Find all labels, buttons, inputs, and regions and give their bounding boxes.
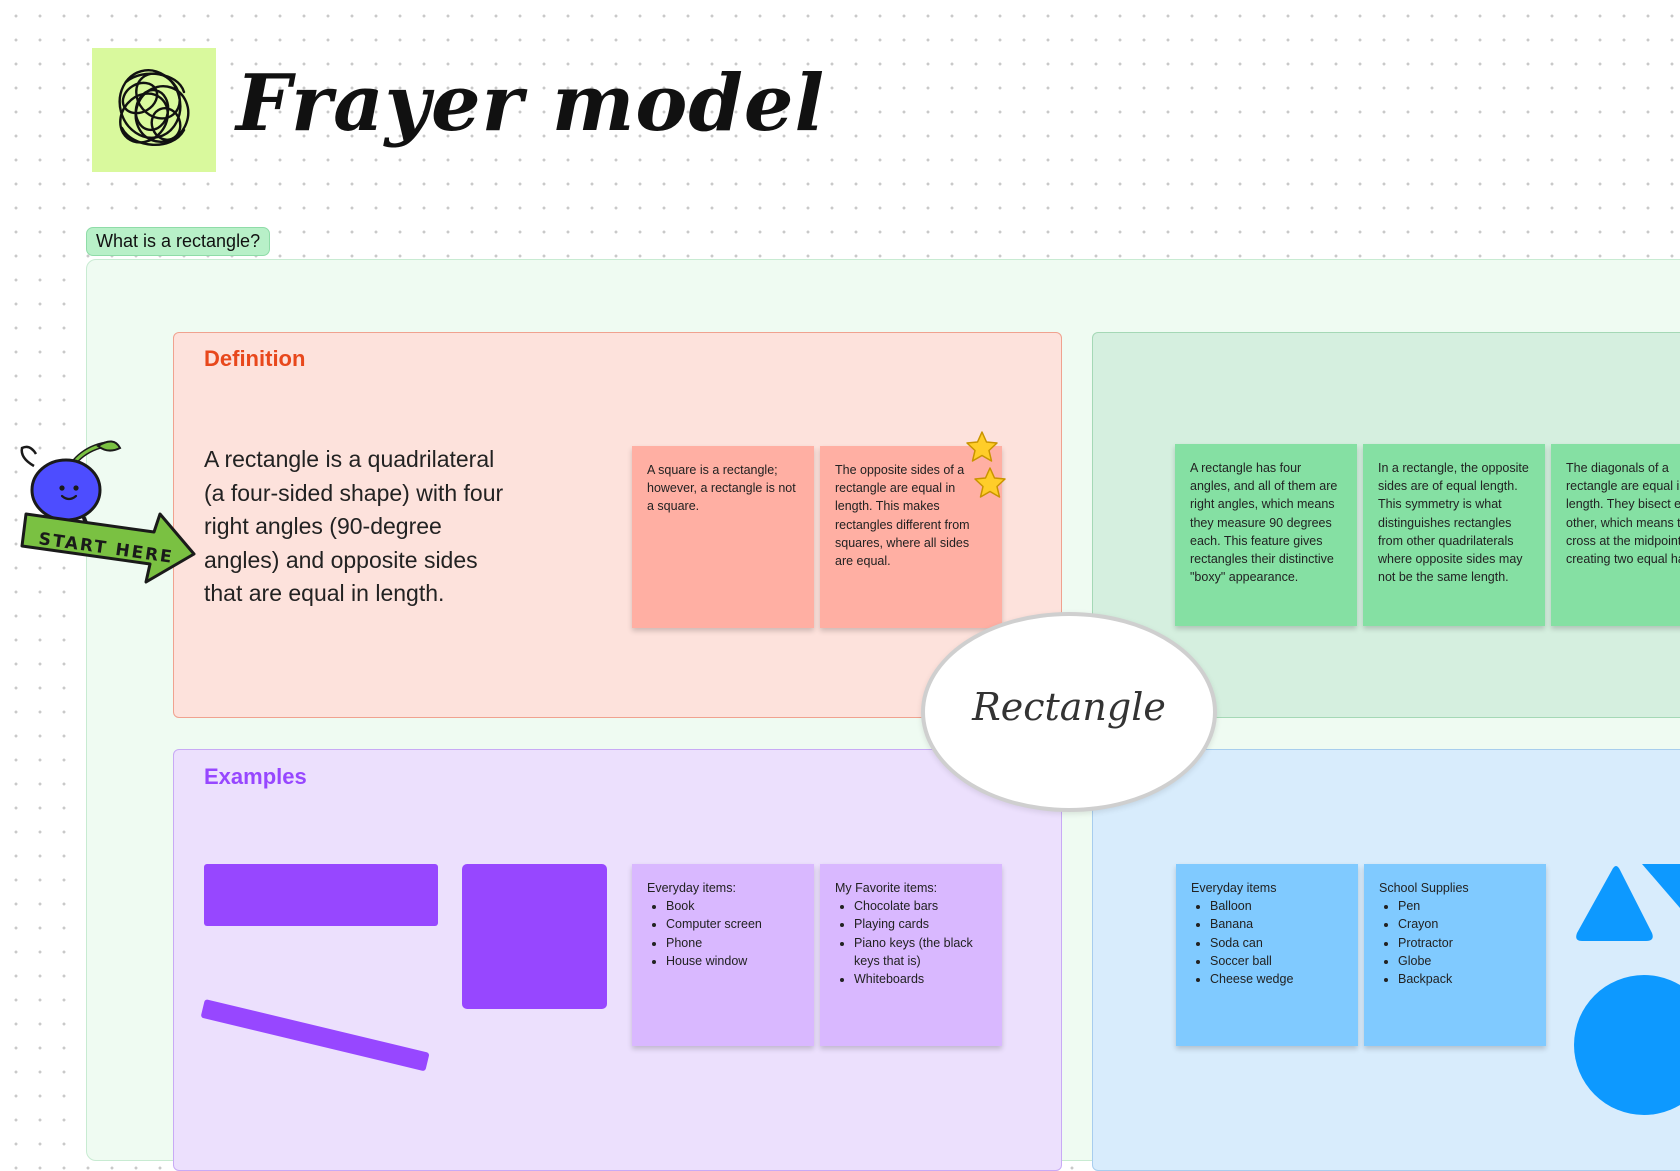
sticky-text: A rectangle has four angles, and all of … xyxy=(1190,461,1338,585)
section-label[interactable]: What is a rectangle? xyxy=(86,227,271,256)
list-item: Crayon xyxy=(1398,915,1532,933)
sticky-note[interactable]: Everyday items: Book Computer screen Pho… xyxy=(632,864,814,1046)
list-item: Cheese wedge xyxy=(1210,970,1344,988)
cherry-character-icon xyxy=(20,440,122,534)
sticky-heading: My Favorite items: xyxy=(835,881,938,895)
start-here-arrow-icon: START HERE xyxy=(20,512,196,584)
sticky-note[interactable]: The diagonals of a rectangle are equal i… xyxy=(1551,444,1680,626)
sticky-note[interactable]: My Favorite items: Chocolate bars Playin… xyxy=(820,864,1002,1046)
list-item: Piano keys (the black keys that is) xyxy=(854,934,988,970)
scribble-icon xyxy=(118,69,190,146)
board-title: Frayer model xyxy=(236,58,826,149)
examples-title: Examples xyxy=(204,764,307,789)
list-item: House window xyxy=(666,952,800,970)
list-item: Soda can xyxy=(1210,934,1344,952)
sticky-heading: School Supplies xyxy=(1379,881,1469,895)
scribble-logo xyxy=(92,48,216,172)
center-term-oval[interactable] xyxy=(921,612,1217,812)
triangle-shape xyxy=(1642,864,1680,908)
sticky-note[interactable]: School Supplies Pen Crayon Protractor Gl… xyxy=(1364,864,1546,1046)
start-here-mascot[interactable]: START HERE xyxy=(14,436,204,596)
list-item: Whiteboards xyxy=(854,970,988,988)
list-item: Playing cards xyxy=(854,915,988,933)
sticky-note[interactable]: A rectangle has four angles, and all of … xyxy=(1175,444,1357,626)
sticky-text: In a rectangle, the opposite sides are o… xyxy=(1378,461,1529,585)
sticky-text: The diagonals of a rectangle are equal i… xyxy=(1566,461,1680,567)
list-item: Book xyxy=(666,897,800,915)
sticky-heading: Everyday items xyxy=(1191,881,1277,895)
center-term: Rectangle xyxy=(972,685,1166,729)
sticky-note[interactable]: In a rectangle, the opposite sides are o… xyxy=(1363,444,1545,626)
list-item: Balloon xyxy=(1210,897,1344,915)
sticky-note[interactable]: A square is a rectangle; however, a rect… xyxy=(632,446,814,628)
triangle-shape xyxy=(1576,866,1653,941)
circle-shape xyxy=(1574,975,1680,1115)
sticky-heading: Everyday items: xyxy=(647,881,736,895)
sticky-note[interactable]: The opposite sides of a rectangle are eq… xyxy=(820,446,1002,628)
list-item: Soccer ball xyxy=(1210,952,1344,970)
sticky-text: The opposite sides of a rectangle are eq… xyxy=(835,463,970,569)
definition-title: Definition xyxy=(204,346,306,371)
non-example-shapes[interactable] xyxy=(1560,850,1680,1120)
list-item: Computer screen xyxy=(666,915,800,933)
star-icon xyxy=(966,431,998,462)
list-item: Backpack xyxy=(1398,970,1532,988)
list-item: Protractor xyxy=(1398,934,1532,952)
square-shape[interactable] xyxy=(462,864,607,1009)
list-item: Pen xyxy=(1398,897,1532,915)
rectangle-shape[interactable] xyxy=(204,864,438,926)
sticky-text: A square is a rectangle; however, a rect… xyxy=(647,463,796,514)
sticky-note[interactable]: Everyday items Balloon Banana Soda can S… xyxy=(1176,864,1358,1046)
list-item: Chocolate bars xyxy=(854,897,988,915)
list-item: Globe xyxy=(1398,952,1532,970)
definition-text[interactable]: A rectangle is a quadrilateral (a four-s… xyxy=(204,446,504,606)
list-item: Banana xyxy=(1210,915,1344,933)
list-item: Phone xyxy=(666,934,800,952)
star-icon xyxy=(974,467,1006,498)
